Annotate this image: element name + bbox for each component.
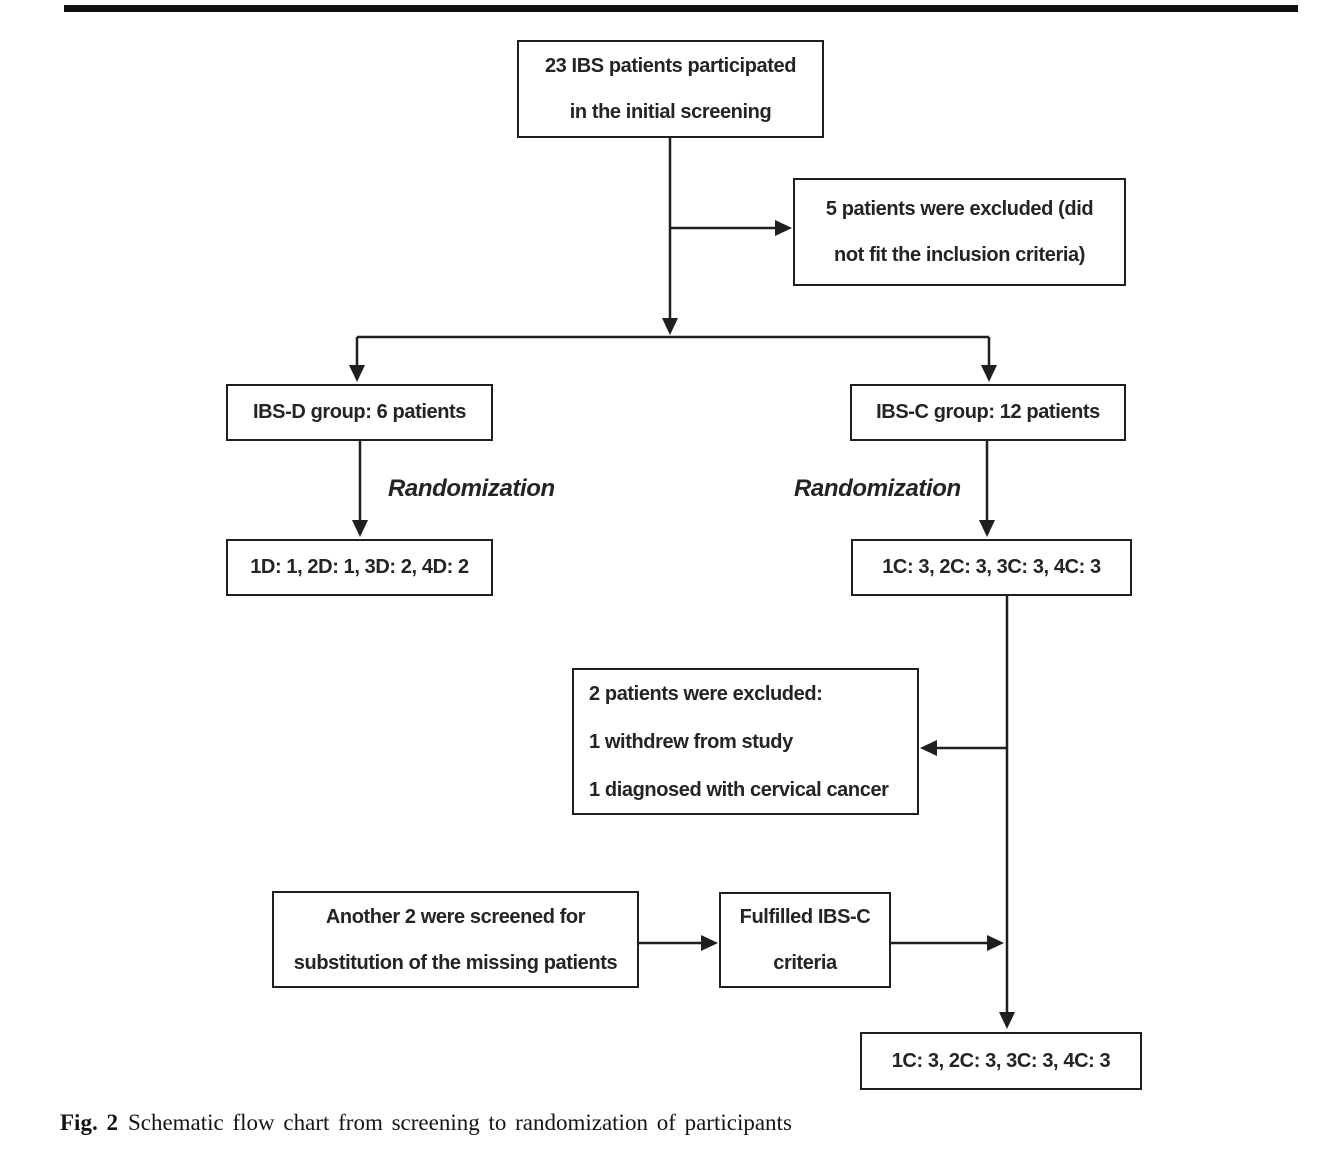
ibsc-group-label: IBS-C group: 12 patients bbox=[876, 401, 1100, 423]
connector-ibsc-down bbox=[999, 596, 1015, 1029]
substitution-line2: substitution of the missing patients bbox=[293, 951, 618, 974]
connector-substitution-to-fulfilled bbox=[639, 935, 718, 951]
connector-excluded2-branch bbox=[920, 740, 1007, 756]
connector-fulfilled-to-line bbox=[891, 935, 1004, 951]
connector-screening-down bbox=[662, 138, 678, 335]
label-randomization-right: Randomization bbox=[794, 475, 961, 502]
box-fulfilled-criteria: Fulfilled IBS-C criteria bbox=[719, 892, 891, 988]
screening-line2: in the initial screening bbox=[569, 101, 772, 123]
connector-ibsd-randomization bbox=[352, 441, 368, 537]
figure-caption: Fig. 2 Schematic flow chart from screenin… bbox=[60, 1110, 792, 1136]
box-excluded-2-patients: 2 patients were excluded: 1 withdrew fro… bbox=[572, 668, 919, 815]
connector-ibsc-randomization bbox=[979, 441, 995, 537]
box-initial-screening: 23 IBS patients participated in the init… bbox=[517, 40, 824, 138]
box-ibsd-group: IBS-D group: 6 patients bbox=[226, 384, 493, 441]
excluded2-line1: 2 patients were excluded: bbox=[589, 682, 823, 705]
ibsc-allocation-label: 1C: 3, 2C: 3, 3C: 3, 4C: 3 bbox=[882, 556, 1101, 578]
box-ibsd-allocation: 1D: 1, 2D: 1, 3D: 2, 4D: 2 bbox=[226, 539, 493, 596]
excluded5-line1: 5 patients were excluded (did bbox=[825, 198, 1094, 220]
excluded5-line2: not fit the inclusion criteria) bbox=[834, 244, 1085, 266]
excluded2-line3: 1 diagnosed with cervical cancer bbox=[589, 778, 889, 801]
connector-excluded5-branch bbox=[670, 220, 792, 236]
fulfilled-line2: criteria bbox=[773, 952, 837, 974]
caption-label: Fig. 2 bbox=[60, 1110, 118, 1135]
top-rule bbox=[64, 5, 1298, 12]
screening-line1: 23 IBS patients participated bbox=[544, 55, 797, 77]
ibsd-allocation-label: 1D: 1, 2D: 1, 3D: 2, 4D: 2 bbox=[250, 556, 469, 578]
box-final-allocation: 1C: 3, 2C: 3, 3C: 3, 4C: 3 bbox=[860, 1032, 1142, 1090]
excluded2-line2: 1 withdrew from study bbox=[589, 730, 793, 753]
final-allocation-label: 1C: 3, 2C: 3, 3C: 3, 4C: 3 bbox=[891, 1049, 1111, 1072]
box-excluded-5-patients: 5 patients were excluded (did not fit th… bbox=[793, 178, 1126, 286]
connector-ibsd-stub bbox=[349, 337, 365, 382]
substitution-line1: Another 2 were screened for bbox=[325, 905, 586, 928]
box-ibsc-allocation: 1C: 3, 2C: 3, 3C: 3, 4C: 3 bbox=[851, 539, 1132, 596]
connector-ibsc-stub bbox=[981, 337, 997, 382]
label-randomization-left: Randomization bbox=[388, 475, 555, 502]
box-substitution-screening: Another 2 were screened for substitution… bbox=[272, 891, 639, 988]
caption-text: Schematic flow chart from screening to r… bbox=[127, 1110, 792, 1135]
fulfilled-line1: Fulfilled IBS-C bbox=[739, 906, 871, 928]
ibsd-group-label: IBS-D group: 6 patients bbox=[252, 401, 467, 423]
box-ibsc-group: IBS-C group: 12 patients bbox=[850, 384, 1126, 441]
